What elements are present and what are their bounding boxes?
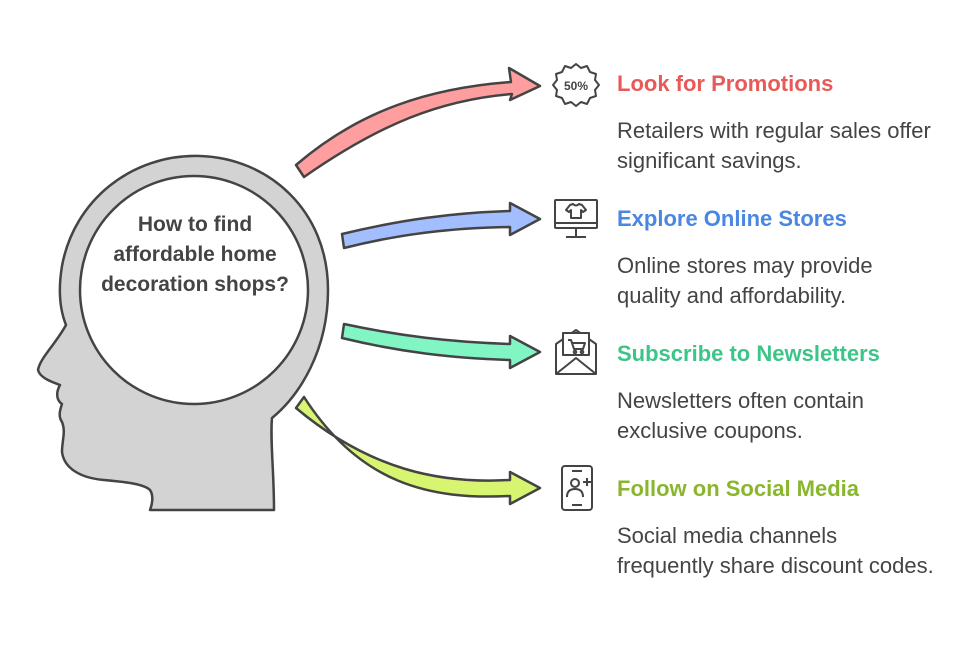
- monitor-shirt-icon: [554, 199, 598, 238]
- arrow-newsletters: [340, 322, 542, 370]
- arrow-promotions: [294, 66, 542, 179]
- thought-circle: [78, 174, 310, 406]
- item-title-social-media: Follow on Social Media: [617, 476, 860, 501]
- item-description-promotions: Retailers with regular sales offer signi…: [617, 118, 931, 173]
- center-question: How to find affordable home decoration s…: [101, 213, 289, 296]
- envelope-cart-icon: [555, 329, 597, 375]
- item-title-newsletters: Subscribe to Newsletters: [617, 341, 880, 366]
- phone-add-user-icon: [561, 465, 593, 511]
- discount-tag-label: 50%: [564, 79, 588, 93]
- item-description-online-stores: Online stores may provide quality and af…: [617, 253, 873, 308]
- item-title-online-stores: Explore Online Stores: [617, 206, 847, 231]
- arrow-social-media: [294, 395, 542, 506]
- discount-tag-icon: 50%: [552, 63, 600, 107]
- item-title-promotions: Look for Promotions: [617, 71, 834, 96]
- item-description-social-media: Social media channels frequently share d…: [617, 523, 934, 578]
- item-description-newsletters: Newsletters often contain exclusive coup…: [617, 388, 865, 443]
- arrow-online-stores: [340, 201, 542, 250]
